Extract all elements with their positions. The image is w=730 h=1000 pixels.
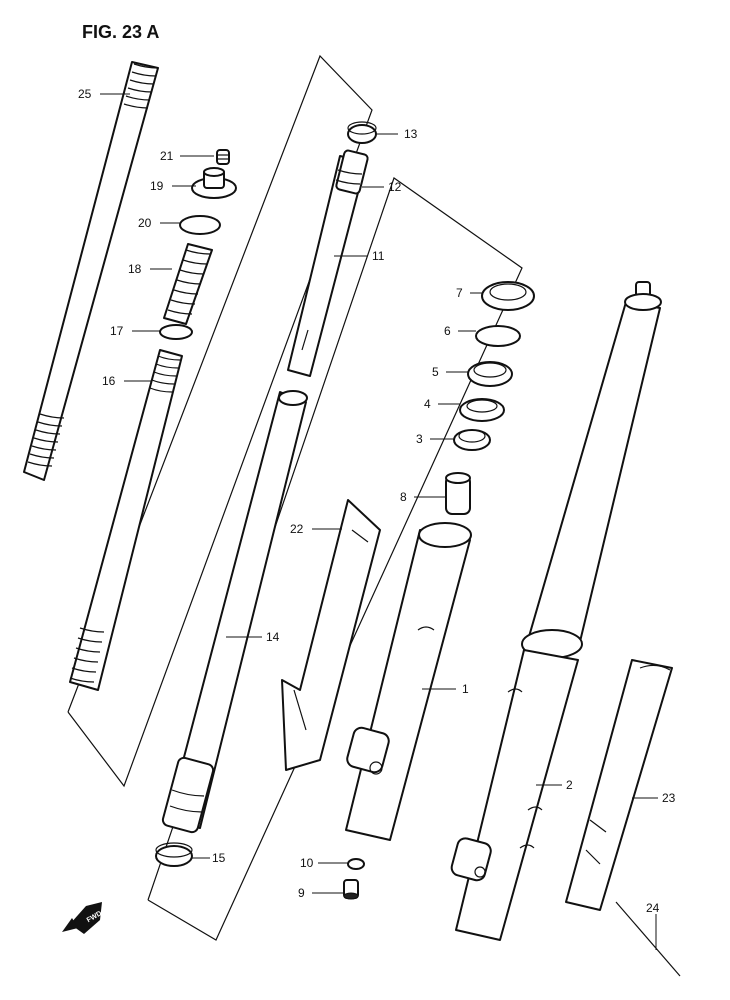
spring-short bbox=[163, 243, 213, 325]
leader-lines bbox=[100, 93, 658, 950]
callout-11: 11 bbox=[372, 249, 385, 263]
callout-4: 4 bbox=[424, 397, 431, 411]
forward-arrow-icon: FWD bbox=[62, 902, 103, 934]
damper-cylinder bbox=[287, 149, 369, 377]
callout-3: 3 bbox=[416, 432, 423, 446]
inner-tube bbox=[161, 390, 308, 834]
callout-22: 22 bbox=[290, 522, 304, 536]
callout-13: 13 bbox=[404, 127, 418, 141]
outer-tube-1 bbox=[345, 522, 472, 841]
callout-18: 18 bbox=[128, 262, 142, 276]
damper-rod-spring bbox=[69, 349, 183, 691]
washer bbox=[159, 324, 193, 340]
callout-23: 23 bbox=[662, 791, 676, 805]
guide-bushing-top bbox=[347, 121, 377, 144]
small-bolt bbox=[216, 149, 230, 165]
fork-guard-left bbox=[281, 499, 381, 771]
callout-15: 15 bbox=[212, 851, 226, 865]
o-ring bbox=[179, 215, 221, 235]
callout-25: 25 bbox=[78, 87, 92, 101]
callout-12: 12 bbox=[388, 180, 402, 194]
dust-seal bbox=[481, 281, 535, 311]
callout-1: 1 bbox=[462, 682, 469, 696]
callout-8: 8 bbox=[400, 490, 407, 504]
callout-17: 17 bbox=[110, 324, 124, 338]
guide-bushing-lower bbox=[155, 842, 193, 867]
fork-spring-long bbox=[23, 61, 159, 481]
callout-21: 21 bbox=[160, 149, 174, 163]
fork-assembly-2 bbox=[450, 281, 662, 941]
group-frame-left bbox=[67, 54, 373, 788]
oil-seal bbox=[467, 361, 513, 387]
seal-spacer bbox=[459, 398, 505, 422]
callout-2: 2 bbox=[566, 778, 573, 792]
callout-7: 7 bbox=[456, 286, 463, 300]
stopper-ring bbox=[475, 325, 521, 347]
callout-14: 14 bbox=[266, 630, 280, 644]
fork-cap-bolt bbox=[191, 167, 237, 199]
group-frame-center bbox=[147, 177, 523, 941]
fork-guard-right bbox=[565, 659, 673, 911]
callout-9: 9 bbox=[298, 886, 305, 900]
slide-bushing bbox=[453, 429, 491, 451]
callout-6: 6 bbox=[444, 324, 451, 338]
callout-20: 20 bbox=[138, 216, 152, 230]
bolt-washer bbox=[347, 858, 365, 870]
callout-24: 24 bbox=[646, 901, 660, 915]
callout-16: 16 bbox=[102, 374, 116, 388]
callout-5: 5 bbox=[432, 365, 439, 379]
pin bbox=[615, 901, 681, 977]
drain-bolt bbox=[343, 879, 359, 900]
figure-title: FIG. 23 A bbox=[82, 22, 159, 42]
callout-10: 10 bbox=[300, 856, 314, 870]
callout-19: 19 bbox=[150, 179, 164, 193]
callout-labels: 1 2 3 4 5 6 7 8 9 10 11 12 13 14 15 16 1… bbox=[78, 87, 676, 915]
oil-lock-piece bbox=[445, 472, 471, 515]
